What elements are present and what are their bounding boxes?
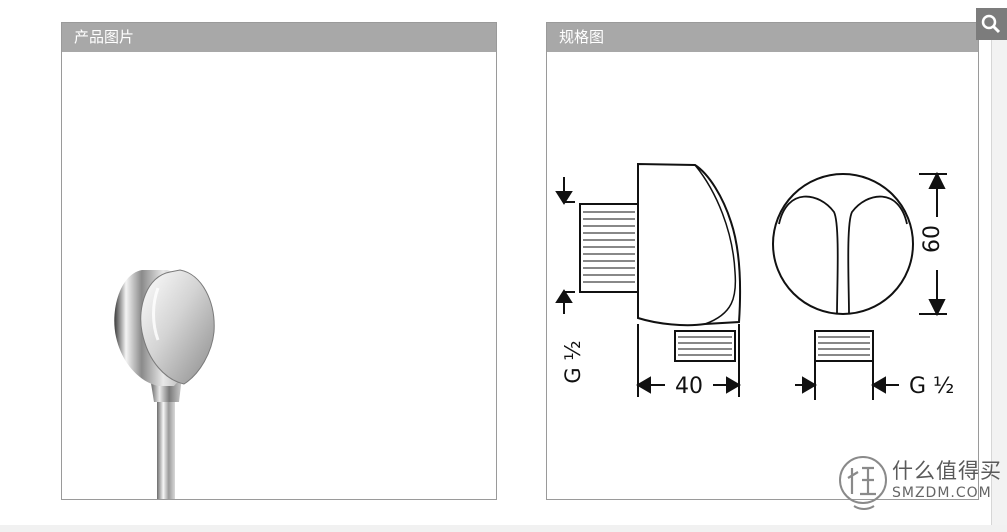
product-image: [114, 269, 215, 502]
watermark: 什么值得买 SMZDM.COM: [836, 452, 1007, 524]
zoom-button[interactable]: [976, 8, 1007, 40]
height-value: 60: [920, 225, 945, 253]
spec-drawing-area: G ½ 40: [547, 52, 978, 499]
search-icon: [981, 14, 1001, 34]
watermark-logo: [839, 456, 887, 510]
height-dimension: [919, 171, 947, 317]
side-view: [579, 162, 742, 362]
width-dimension: [636, 324, 741, 397]
spec-drawing-panel: 规格图: [546, 22, 979, 500]
technical-drawing: G ½ 40: [555, 162, 954, 400]
product-image-panel: 产品图片: [61, 22, 497, 502]
watermark-en: SMZDM.COM: [892, 485, 992, 501]
right-scroll-edge: [991, 40, 1007, 532]
thread-label-left: G ½: [561, 340, 585, 383]
product-image-area: [62, 52, 496, 502]
watermark-cn: 什么值得买: [892, 459, 1002, 483]
bottom-strip: [0, 525, 1007, 532]
width-value: 40: [675, 374, 703, 399]
thread-dimension-right: [795, 352, 899, 400]
spec-panel-title: 规格图: [547, 23, 978, 52]
thread-label-right: G ½: [909, 374, 954, 399]
front-view: [772, 173, 914, 362]
thread-dimension-left: [555, 177, 575, 314]
product-panel-title: 产品图片: [62, 23, 496, 52]
